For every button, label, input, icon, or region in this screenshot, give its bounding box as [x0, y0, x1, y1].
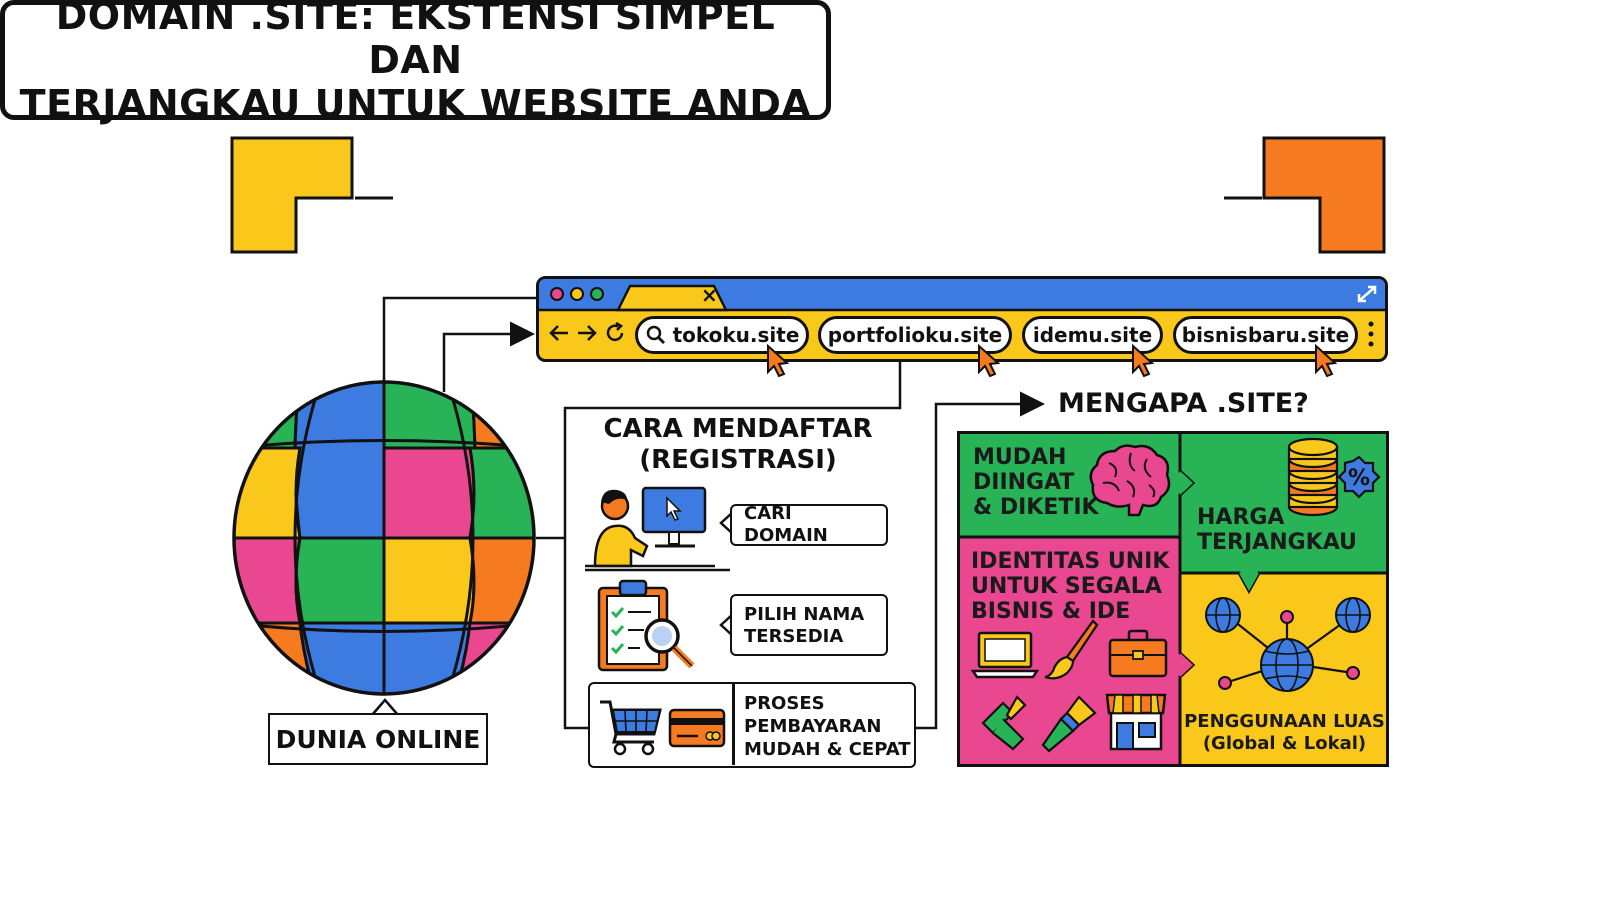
brain-icon	[1089, 444, 1171, 517]
window-controls[interactable]	[548, 284, 608, 304]
expand-icon[interactable]	[1356, 284, 1378, 304]
step-payment-text: PROSES PEMBAYARAN MUDAH & CEPAT	[744, 692, 911, 761]
credit-card-icon	[668, 708, 726, 748]
benefit-wide-usage: PENGGUNAAN LUAS (Global & Lokal)	[1180, 711, 1389, 755]
benefit1-line-2: DIINGAT	[973, 470, 1075, 495]
domain-chip-label: idemu.site	[1032, 323, 1153, 347]
registration-title: CARA MENDAFTAR (REGISTRASI)	[588, 414, 888, 476]
domain-chip-tokoku[interactable]: tokoku.site	[635, 316, 809, 354]
registration-title-line-2: (REGISTRASI)	[639, 445, 837, 475]
briefcase-icon	[1108, 629, 1168, 678]
coins-icon: %	[1287, 437, 1381, 517]
back-arrow-icon[interactable]	[548, 323, 570, 343]
search-icon	[646, 325, 665, 344]
why-heading: MENGAPA .SITE?	[1058, 388, 1309, 419]
network-globe-icon	[1205, 597, 1371, 692]
globe-label: DUNIA ONLINE	[268, 713, 488, 765]
paintbrush-icon	[1044, 619, 1099, 680]
benefit-easy-remember: MUDAH DIINGAT & DIKETIK	[973, 445, 1099, 520]
clipboard-magnifier-icon	[597, 579, 695, 672]
title-line-1: DOMAIN .SITE: EKSTENSI SIMPEL DAN	[55, 0, 776, 82]
payment-divider	[732, 684, 735, 765]
benefit1-line-3: & DIKETIK	[973, 495, 1099, 520]
benefit2-line-1: HARGA	[1197, 505, 1285, 530]
step2-line-1: PILIH NAMA	[744, 604, 865, 625]
laptop-icon	[971, 631, 1039, 679]
registration-title-line-1: CARA MENDAFTAR	[603, 414, 873, 444]
domain-chip-bisnisbaru[interactable]: bisnisbaru.site	[1173, 316, 1358, 354]
benefit1-line-1: MUDAH	[973, 445, 1067, 470]
step-search-domain: CARI DOMAIN	[730, 503, 888, 546]
page-title: DOMAIN .SITE: EKSTENSI SIMPEL DAN TERJAN…	[0, 0, 831, 126]
forward-arrow-icon[interactable]	[576, 323, 598, 343]
step3-line-3: MUDAH & CEPAT	[744, 739, 911, 760]
title-line-2: TERJANGKAU UNTUK WEBSITE ANDA	[19, 82, 812, 126]
benefit4-line-2: (Global & Lokal)	[1202, 733, 1367, 754]
benefits-grid: MUDAH DIINGAT & DIKETIK % HARGA TERJANGK…	[957, 431, 1389, 767]
brush-icon	[1041, 695, 1097, 753]
person-computer-icon	[585, 486, 715, 568]
benefit2-line-2: TERJANGKAU	[1197, 530, 1357, 555]
shop-icon	[1105, 693, 1167, 751]
benefit3-line-1: IDENTITAS UNIK	[971, 549, 1170, 574]
tools-icon	[981, 695, 1027, 751]
menu-dots-icon[interactable]	[1366, 320, 1376, 348]
percent-sign: %	[1348, 466, 1370, 491]
orange-corner-decoration	[1262, 136, 1386, 254]
yellow-corner-decoration	[230, 136, 354, 254]
shopping-cart-icon	[600, 700, 662, 756]
tab-close-icon[interactable]: ×	[701, 283, 718, 307]
benefit4-line-1: PENGGUNAAN LUAS	[1184, 711, 1385, 732]
domain-chip-idemu[interactable]: idemu.site	[1022, 316, 1163, 354]
domain-chip-label: portfolioku.site	[827, 323, 1003, 347]
globe-label-pointer	[371, 698, 399, 716]
domain-chip-label: tokoku.site	[672, 323, 800, 347]
benefit-unique-identity: IDENTITAS UNIK UNTUK SEGALA BISNIS & IDE	[971, 549, 1169, 624]
reload-icon[interactable]	[604, 322, 626, 344]
step3-line-2: PEMBAYARAN	[744, 716, 882, 737]
step-choose-name: PILIH NAMA TERSEDIA	[730, 594, 888, 656]
benefit3-line-2: UNTUK SEGALA	[971, 574, 1162, 599]
step3-line-1: PROSES	[744, 693, 825, 714]
step2-line-2: TERSEDIA	[744, 626, 844, 647]
step-payment-box: PROSES PEMBAYARAN MUDAH & CEPAT	[588, 682, 916, 768]
domain-chip-label: bisnisbaru.site	[1181, 323, 1350, 347]
globe-icon	[232, 380, 536, 696]
benefit-affordable: HARGA TERJANGKAU	[1197, 505, 1357, 555]
benefit3-line-3: BISNIS & IDE	[971, 599, 1131, 624]
